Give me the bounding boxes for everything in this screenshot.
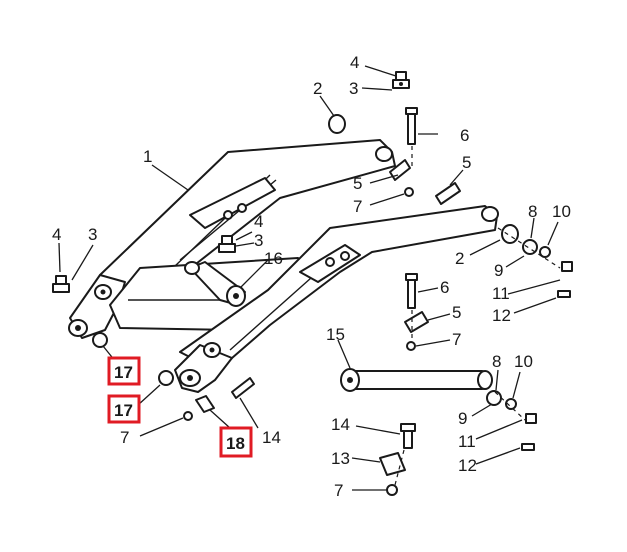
hydraulic-cylinder [340, 368, 493, 392]
grease-fitting-mid [218, 235, 236, 253]
pin-mid [404, 311, 429, 333]
grease-fitting-top [392, 71, 410, 89]
label-7-bottom: 7 [334, 481, 343, 500]
bolt-mid [405, 273, 418, 309]
bushing-top [328, 114, 346, 134]
label-3-left: 3 [88, 225, 97, 244]
nut-upper [404, 187, 414, 197]
bushing-right [501, 224, 519, 244]
label-14-lower: 14 [331, 415, 350, 434]
label-9-upper: 9 [494, 261, 503, 280]
label-13: 13 [331, 449, 350, 468]
label-6-mid: 6 [440, 278, 449, 297]
bushing-17-left [92, 332, 108, 348]
nut-lower [183, 411, 193, 421]
label-10-upper: 10 [552, 202, 571, 221]
label-15: 15 [326, 325, 345, 344]
label-7-mid: 7 [452, 330, 461, 349]
label-16: 16 [264, 249, 283, 268]
label-17-upper: 17 [114, 363, 133, 382]
pin-upper-right [435, 182, 461, 205]
highlighted-callouts: 17 17 18 [107, 356, 253, 458]
nut-bottom [386, 484, 398, 496]
label-7-upper: 7 [353, 197, 362, 216]
label-18: 18 [226, 434, 245, 453]
label-10-lower: 10 [514, 352, 533, 371]
pin-upper [389, 159, 411, 181]
pin-13 [379, 452, 406, 476]
grease-fitting-left [52, 275, 70, 293]
pin-12-lower [521, 443, 535, 451]
label-4-top: 4 [350, 53, 359, 72]
bushing-17-lower [158, 370, 174, 386]
highlight-box-17-lower [107, 394, 141, 424]
label-11-lower: 11 [458, 432, 476, 451]
label-4-left: 4 [52, 225, 61, 244]
label-8-upper: 8 [528, 202, 537, 221]
bolt-11-lower [525, 413, 537, 424]
label-12-lower: 12 [458, 456, 477, 475]
label-3-mid: 3 [254, 231, 263, 250]
pin-12-upper [557, 290, 571, 298]
washer-10-lower [505, 398, 517, 410]
label-17-lower: 17 [114, 401, 133, 420]
label-14-left: 14 [262, 428, 281, 447]
bolt-14-left [231, 377, 255, 399]
label-5-upper-left: 5 [353, 174, 362, 193]
label-9-lower: 9 [458, 409, 467, 428]
label-12-upper: 12 [492, 306, 511, 325]
label-7-lower: 7 [120, 428, 129, 447]
label-2-right: 2 [455, 249, 464, 268]
label-8-lower: 8 [492, 352, 501, 371]
label-5-upper-right: 5 [462, 153, 471, 172]
pin-18 [195, 395, 215, 413]
label-3-top: 3 [349, 79, 358, 98]
label-6-top: 6 [460, 126, 469, 145]
bolt-top [405, 107, 418, 145]
bolt-14-lower [400, 423, 416, 449]
highlight-box-17-upper [107, 356, 141, 386]
washer-10-upper [539, 246, 551, 258]
nut-mid [406, 341, 416, 351]
highlight-box-18 [219, 426, 253, 458]
label-5-mid: 5 [452, 303, 461, 322]
label-4-mid: 4 [254, 212, 263, 231]
label-2-top: 2 [313, 79, 322, 98]
bolt-11-upper [561, 261, 573, 272]
loader-frame [68, 139, 499, 393]
label-11-upper: 11 [492, 284, 510, 303]
callout-labels: 1 2 3 4 6 5 5 7 8 10 2 9 11 12 4 3 16 4 … [52, 53, 571, 500]
label-1: 1 [143, 147, 152, 166]
washer-8-lower [486, 390, 502, 406]
